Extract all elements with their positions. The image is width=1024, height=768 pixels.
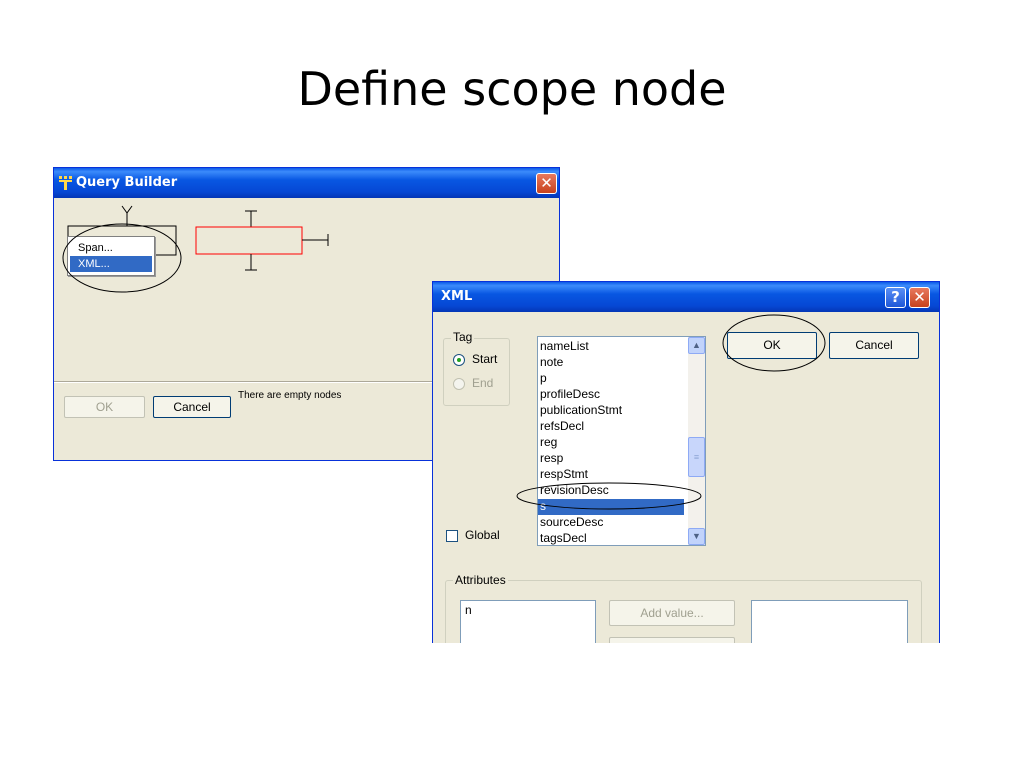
qb-ok-button[interactable]: OK [64,396,145,418]
menu-item-span[interactable]: Span... [78,242,113,254]
tag-group-label: Tag [451,330,475,344]
start-radio[interactable] [453,354,465,366]
scroll-up-icon[interactable]: ▲ [688,337,705,354]
list-item[interactable]: revisionDesc [540,483,609,497]
scope-node-box [195,226,303,255]
menu-item-xml[interactable]: XML... [70,256,152,272]
list-item-selected[interactable]: s [538,499,684,515]
help-icon[interactable]: ? [885,287,906,308]
attribute-values-listbox[interactable] [751,600,908,643]
qb-cancel-button[interactable]: Cancel [153,396,231,418]
scroll-down-icon[interactable]: ▼ [688,528,705,545]
list-item[interactable]: tagsDecl [540,531,587,545]
global-checkbox[interactable] [446,530,458,542]
list-item[interactable]: refsDecl [540,419,585,433]
query-builder-titlebar[interactable]: Query Builder ✕ [54,168,559,198]
list-item[interactable]: p [540,371,547,385]
list-item[interactable]: reg [540,435,558,449]
scroll-thumb[interactable]: ≡ [688,437,705,477]
qb-divider [54,381,559,382]
list-item[interactable]: sourceDesc [540,515,604,529]
xml-dialog: XML ? ✕ Tag Start End Global nameList no… [432,281,940,643]
start-radio-label: Start [472,352,498,366]
close-icon[interactable]: ✕ [536,173,557,194]
tag-listbox[interactable]: nameList note p profileDesc publicationS… [537,336,706,546]
slide-title: Define scope node [297,62,727,116]
close-icon[interactable]: ✕ [909,287,930,308]
global-checkbox-label: Global [465,528,500,542]
list-item[interactable]: note [540,355,564,369]
node-context-menu: Span... XML... [67,236,155,276]
tag-list-scrollbar[interactable]: ▲ ≡ ▼ [688,337,705,545]
xml-cancel-button[interactable]: Cancel [829,332,919,359]
list-item[interactable]: publicationStmt [540,403,623,417]
attributes-group-label: Attributes [453,573,508,587]
query-builder-app-icon [59,176,72,190]
xml-titlebar[interactable]: XML ? ✕ [433,282,939,312]
xml-dialog-title: XML [441,289,473,304]
end-radio[interactable] [453,378,465,390]
tag-groupbox [443,338,510,406]
end-radio-label: End [472,376,494,390]
list-item[interactable]: resp [540,451,564,465]
add-value-button[interactable]: Add value... [609,600,735,626]
list-item[interactable]: n [465,603,472,617]
secondary-attribute-button[interactable] [609,637,735,643]
attribute-listbox[interactable]: n [460,600,596,643]
list-item[interactable]: profileDesc [540,387,601,401]
qb-status-text: There are empty nodes [238,390,342,401]
xml-ok-button[interactable]: OK [727,332,817,359]
list-item[interactable]: nameList [540,339,589,353]
list-item[interactable]: respStmt [540,467,589,481]
attributes-groupbox [445,580,922,643]
query-builder-title: Query Builder [76,175,178,190]
